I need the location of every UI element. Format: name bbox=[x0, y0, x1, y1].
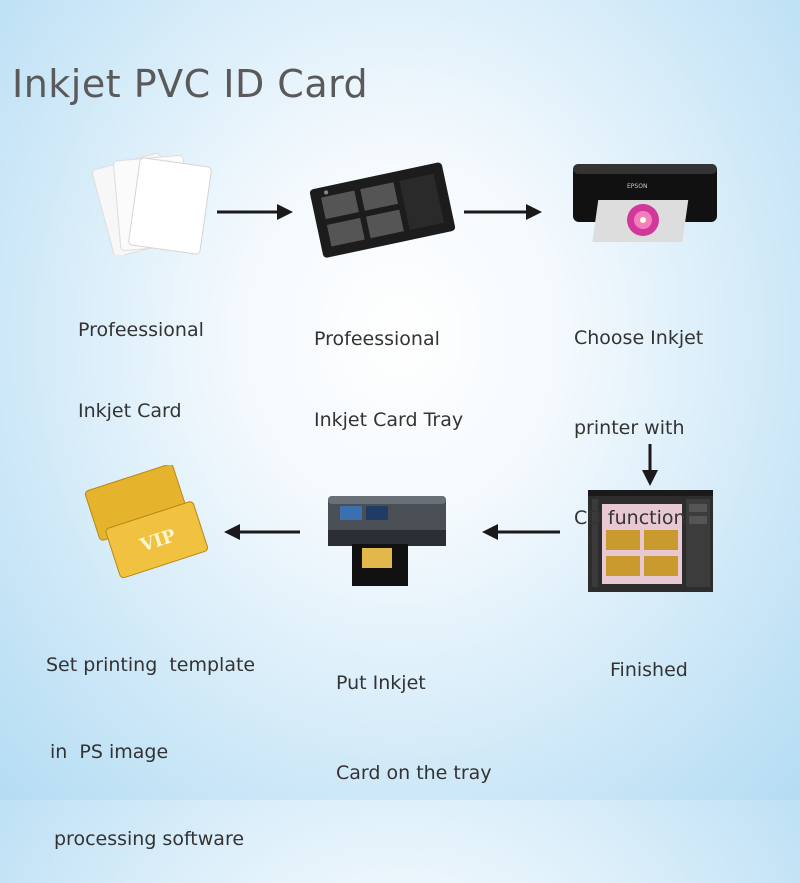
step-3-label: Choose Inkjet printer with CD function bbox=[574, 263, 703, 563]
printer-with-tray-image bbox=[328, 496, 446, 586]
label-line: processing software bbox=[54, 828, 245, 850]
label-line: Profeessional bbox=[78, 319, 204, 341]
label-line: Card on the tray bbox=[336, 762, 492, 784]
page-title: Inkjet PVC ID Card bbox=[12, 62, 369, 106]
label-line: Put Inkjet bbox=[336, 672, 426, 694]
arrow-right-icon bbox=[217, 204, 293, 220]
label-line: in PS image bbox=[50, 741, 169, 763]
label-line: Profeessional bbox=[314, 328, 440, 350]
vip-gold-cards-image: VIP bbox=[84, 465, 208, 579]
label-line: CD function bbox=[574, 507, 686, 529]
step-1-label: Profeessional Inkjet Card bbox=[78, 263, 204, 452]
step-5-label: Put Inkjet Card on the tray bbox=[336, 608, 492, 818]
blank-cards-image bbox=[91, 152, 212, 255]
label-line: Inkjet Card Tray bbox=[314, 409, 464, 431]
label-line: Inkjet Card bbox=[78, 400, 182, 422]
label-line: Choose Inkjet bbox=[574, 327, 704, 349]
label-line: Set printing template bbox=[46, 654, 256, 676]
arrow-left-icon bbox=[224, 524, 300, 540]
arrow-down-icon bbox=[642, 444, 658, 486]
inkjet-printer-image: EPSON bbox=[573, 164, 717, 242]
svg-text:EPSON: EPSON bbox=[627, 183, 647, 190]
arrow-right-icon bbox=[464, 204, 542, 220]
label-line: printer with bbox=[574, 417, 685, 439]
step-6-label: Set printing template in PS image proces… bbox=[46, 593, 255, 883]
step-2-label: Profeessional Inkjet Card Tray bbox=[314, 272, 463, 461]
step-4-label: Finished bbox=[610, 603, 688, 711]
card-tray-image bbox=[309, 162, 456, 258]
label-line: Finished bbox=[610, 659, 688, 681]
arrow-left-icon bbox=[482, 524, 560, 540]
photoshop-screen-image bbox=[588, 490, 713, 592]
